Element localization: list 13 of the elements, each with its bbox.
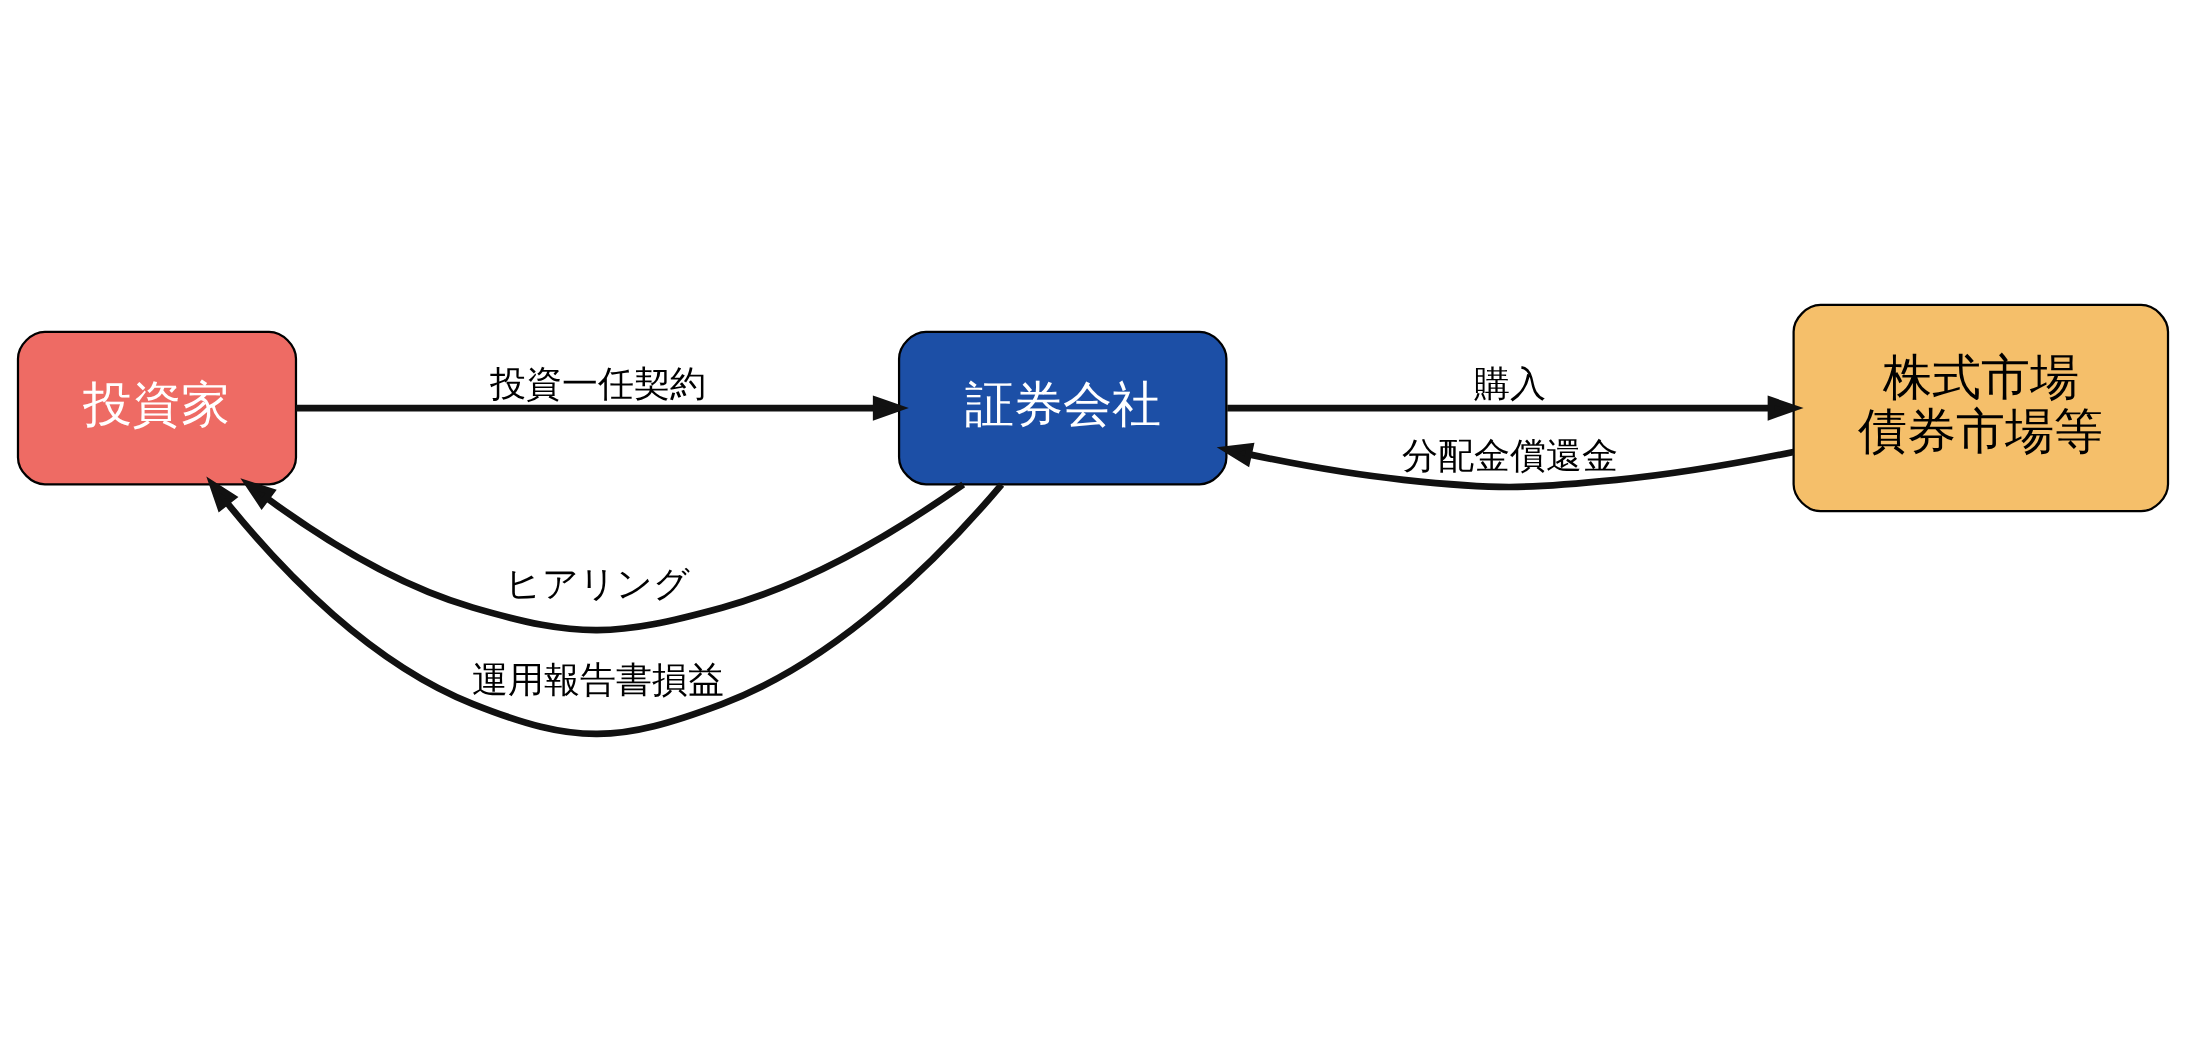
edge-label: ヒアリング: [505, 562, 691, 604]
node-box: 投資家: [16, 330, 298, 485]
edge-label: 分配金償還金: [1402, 434, 1618, 476]
node-box: 証券会社: [897, 330, 1228, 485]
node-box: 株式市場 債券市場等: [1792, 303, 2170, 512]
edge-label: 運用報告書損益: [471, 658, 724, 700]
arrow: [1227, 395, 1804, 421]
arrow: [296, 395, 909, 421]
arrow: [1216, 442, 1795, 490]
edge-label: 投資一任契約: [489, 362, 706, 404]
arrow: [240, 477, 966, 633]
edge-label: 購入: [1474, 362, 1546, 404]
arrow: [206, 475, 1005, 737]
